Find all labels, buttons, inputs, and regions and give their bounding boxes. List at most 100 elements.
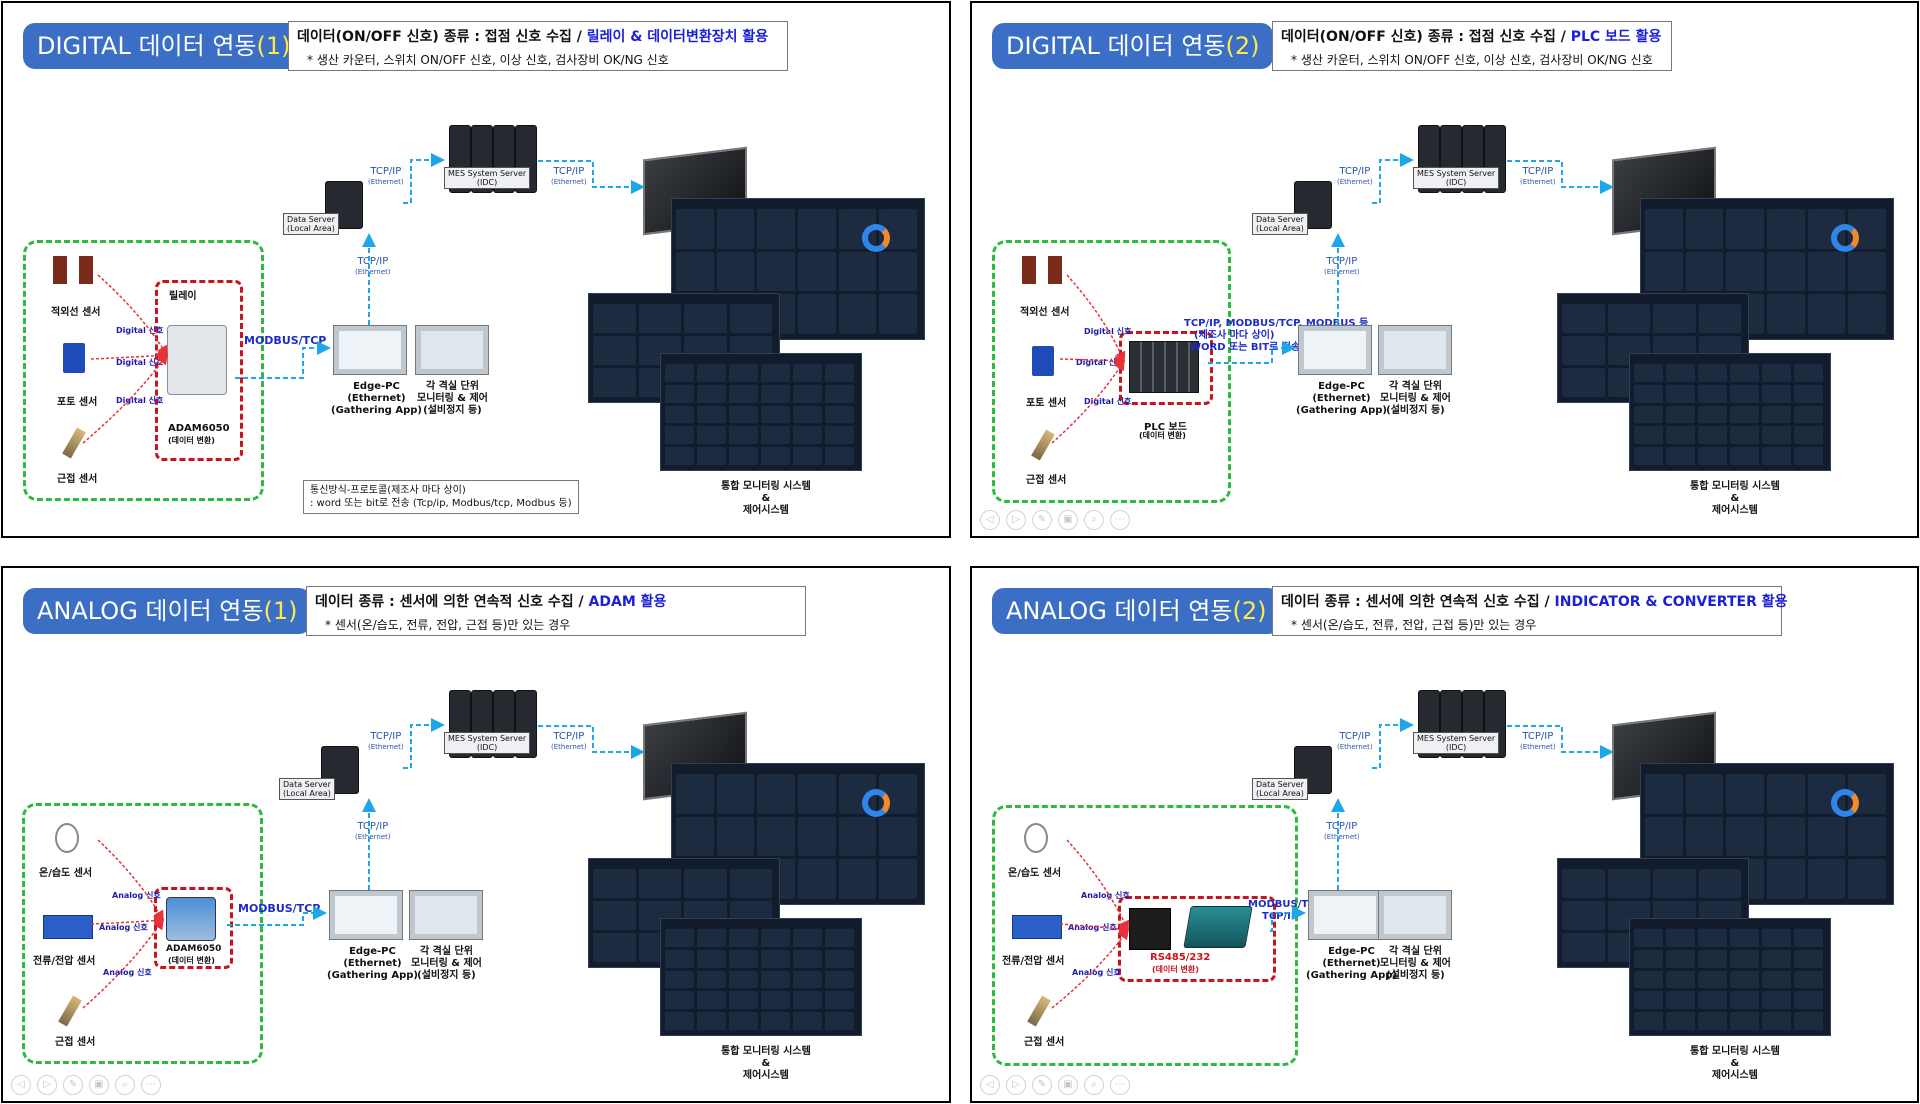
converter-sub: (데이터 변환) [168,436,215,445]
edge-pc-icon [1308,890,1382,940]
dashboard-tile [593,368,636,397]
dashboard-tile [1645,774,1683,814]
monitoring-line-3: 제어시스템 [1711,1070,1758,1081]
dashboard-tile [1762,384,1791,403]
panel-title: ANALOG 데이터 연동(2) [992,588,1281,634]
more-icon[interactable]: ⋯ [1110,510,1130,530]
dashboard-tile [1698,970,1727,989]
network-arrows [82,718,645,1009]
dashboard-tile [697,384,726,403]
panel-analog-1: ANALOG 데이터 연동(1) 데이터 종류 : 센서에 의한 연속적 신호 … [1,566,951,1103]
prev-icon[interactable]: ◁ [980,510,1000,530]
desc-highlight: 릴레이 & 데이터변환장치 활용 [586,29,769,45]
pen-icon[interactable]: ✎ [63,1075,83,1095]
protocol-line-1: TCP/IP, MODBUS/TCP, MODBUS 등 [1184,318,1369,329]
adam-device-icon [166,897,216,941]
zoom-icon[interactable]: ⌕ [1084,510,1104,530]
network-label-3: TCP/IP(Ethernet) [355,256,391,278]
conv-to-edge-arrow [1208,341,1296,364]
slides-icon[interactable]: ▣ [89,1075,109,1095]
zoom-icon[interactable]: ⌕ [115,1075,135,1095]
dashboard-tile [1807,859,1846,899]
signal-label-1: Analog 신호 [112,891,161,900]
dashboard-tile [798,251,836,292]
room-line-3: (설비정지 등) [417,970,476,981]
pen-icon[interactable]: ✎ [1032,510,1052,530]
room-monitor-icon [409,890,483,940]
next-icon[interactable]: ▷ [1006,1075,1026,1095]
dashboard-tile [798,816,836,857]
signal-arrow-2 [90,350,169,361]
sensor-current-icon [1012,915,1062,939]
dashboard-tile [825,949,854,968]
tcpip-text: TCP/IP [1326,821,1358,832]
dashboard-tile [1634,929,1663,947]
converter-label: PLC 보드 [1144,422,1187,433]
room-line-3: (설비정지 등) [1386,970,1445,981]
dashboard-tile [1794,949,1823,968]
dashboard-tile [1726,816,1764,857]
ethernet-text: (Ethernet) [368,178,404,186]
pen-icon[interactable]: ✎ [1032,1075,1052,1095]
sensor-label-2: 포토 센서 [1026,398,1067,409]
dashboard-tile [825,426,854,445]
panel-digital-1: DIGITAL 데이터 연동(1) 데이터(ON/OFF 신호) 종류 : 접점… [1,1,951,538]
dashboard-tile [1794,991,1823,1010]
dashboard-tile [838,816,877,857]
ethernet-text: (Ethernet) [551,743,587,751]
ethernet-text: (Ethernet) [1337,178,1373,186]
dashboard-tile [1698,949,1727,968]
next-icon[interactable]: ▷ [1006,510,1026,530]
dashboard-tile [1767,294,1805,334]
dashboard-tile [793,384,822,403]
dashboard-tile [1767,209,1805,249]
slides-icon[interactable]: ▣ [1058,510,1078,530]
edge-pc-line-2: (Ethernet) [1322,958,1381,969]
data-server-text: Data Server [1256,215,1304,224]
dashboard-tile [665,1012,694,1030]
donut-chart-icon [862,789,890,817]
more-icon[interactable]: ⋯ [1110,1075,1130,1095]
protocol-note: 통신방식-프로토콜(제조사 마다 상이) : word 또는 bit로 전송 (… [303,480,579,514]
dashboard-tile [879,251,917,292]
more-icon[interactable]: ⋯ [141,1075,161,1095]
sensor-label-1: 온/습도 센서 [1008,868,1062,879]
edge-pc-screen [1304,331,1366,369]
prev-icon[interactable]: ◁ [980,1075,1000,1095]
converter-label: RS485/232 [1150,952,1211,963]
zoom-icon[interactable]: ⌕ [1084,1075,1104,1095]
edge-pc-screen [339,331,401,369]
edge-pc-caption: Edge-PC(Ethernet)(Gathering App) [1296,381,1387,417]
signal-label-3: Digital 신호 [116,396,164,405]
edge-pc-line-2: (Ethernet) [347,393,406,404]
dashboard-tile [1666,384,1695,403]
dashboard-tile [1645,251,1683,292]
dashboard-tile [1698,869,1741,898]
data-server-text: Data Server [1256,780,1304,789]
prev-icon[interactable]: ◁ [11,1075,31,1095]
dashboard-tile [798,774,836,814]
signal-arrow-1 [1066,839,1130,932]
dashboard-tile [1848,816,1886,857]
room-line-1: 각 격실 단위 [1388,381,1442,392]
dashboard-tile [716,774,755,814]
edge-pc-line-3: (Gathering App) [1306,970,1397,981]
network-label-1: TCP/IP(Ethernet) [1337,731,1373,753]
signal-label-3: Analog 신호 [103,968,152,977]
sensor-label-3: 근접 센서 [55,1037,96,1048]
signal-label-3: Digital 신호 [1084,397,1132,406]
relay-label: 릴레이 [169,291,197,302]
tcpip-text: TCP/IP [553,731,585,742]
description-box: 데이터(ON/OFF 신호) 종류 : 접점 신호 수집 / 릴레이 & 데이터… [288,21,788,71]
dashboard-tile [825,929,854,947]
dashboard-tile [1666,970,1695,989]
dashboard-tile [793,426,822,445]
tcpip-text: TCP/IP [553,166,585,177]
monitoring-caption: 통합 모니터링 시스템&제어시스템 [721,481,811,517]
ethernet-text: (Ethernet) [551,178,587,186]
signal-arrow-2 [1059,355,1126,366]
next-icon[interactable]: ▷ [37,1075,57,1095]
slides-icon[interactable]: ▣ [1058,1075,1078,1095]
slide-nav-bar: ◁ ▷ ✎ ▣ ⌕ ⋯ [980,510,1130,530]
dashboard-tile [793,364,822,382]
